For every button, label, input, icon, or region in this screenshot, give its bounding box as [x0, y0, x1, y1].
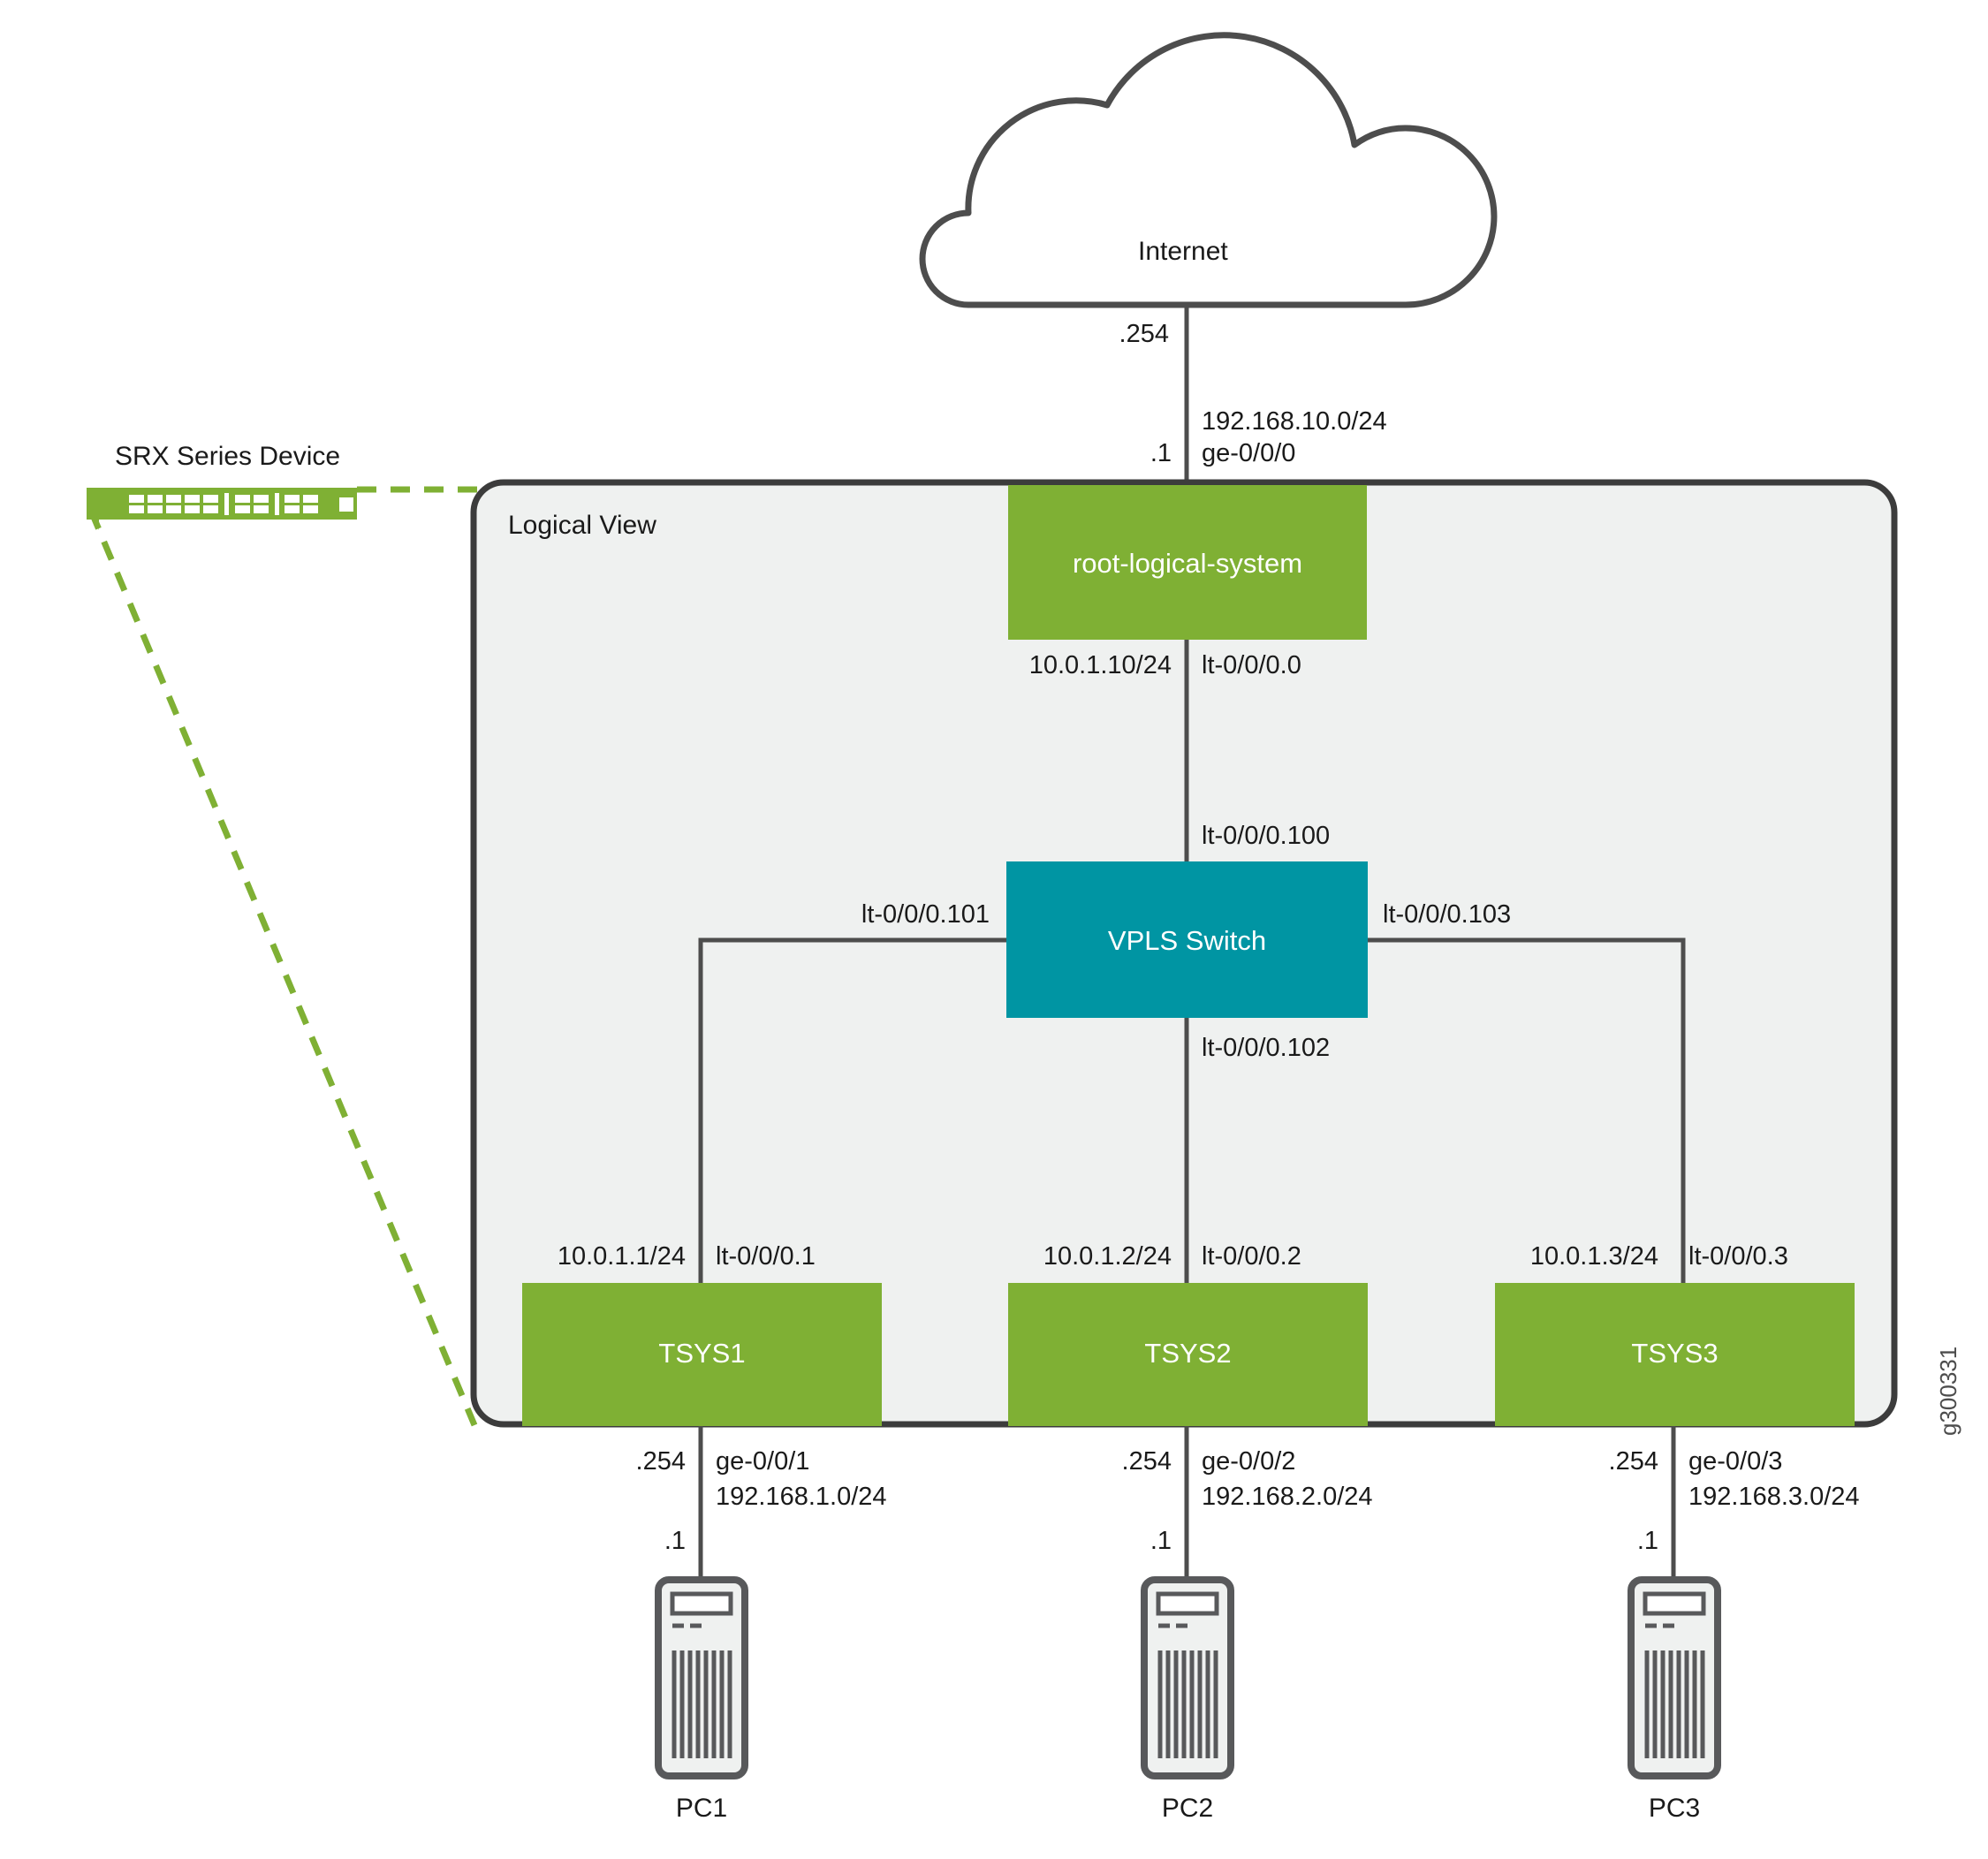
- tsys1-box[interactable]: [522, 1283, 882, 1426]
- internet-downlink-ip: .254: [1119, 320, 1169, 348]
- tsys2-ge-ip: .254: [1121, 1447, 1172, 1476]
- pc2-icon: [1141, 1576, 1234, 1779]
- internet-cloud-label: Internet: [1138, 237, 1228, 266]
- vpls-north-interface: lt-0/0/0.100: [1202, 822, 1331, 850]
- pc3-icon: [1628, 1576, 1721, 1779]
- root-logical-system-label: root-logical-system: [1072, 548, 1303, 579]
- tsys3-label: TSYS3: [1631, 1338, 1719, 1369]
- vpls-switch-box[interactable]: [1006, 861, 1368, 1018]
- tsys2-lt-interface: lt-0/0/0.2: [1202, 1242, 1301, 1271]
- root-uplink-ip: .1: [1150, 439, 1172, 467]
- tsys1-ge-ip: .254: [635, 1447, 686, 1476]
- vpls-switch-label: VPLS Switch: [1107, 925, 1267, 956]
- root-downlink-interface: lt-0/0/0.0: [1202, 651, 1301, 679]
- tsys2-lt-ip: 10.0.1.2/24: [1043, 1242, 1172, 1271]
- srx-series-device-label: SRX Series Device: [115, 442, 341, 471]
- tsys3-box[interactable]: [1495, 1283, 1855, 1426]
- link-vpls-to-tsys3: [1368, 937, 1686, 1284]
- tsys3-ge-subnet: 192.168.3.0/24: [1688, 1483, 1860, 1511]
- vpls-west-interface: lt-0/0/0.101: [861, 900, 990, 929]
- root-logical-system-box[interactable]: [1008, 485, 1367, 640]
- tsys3-ge-ip: .254: [1608, 1447, 1658, 1476]
- tsys1-ge-subnet: 192.168.1.0/24: [716, 1483, 887, 1511]
- pc1-label: PC1: [675, 1794, 728, 1823]
- tsys3-ge-interface: ge-0/0/3: [1688, 1447, 1783, 1476]
- tsys2-label: TSYS2: [1144, 1338, 1232, 1369]
- tsys1-label: TSYS1: [658, 1338, 746, 1369]
- root-uplink-interface: ge-0/0/0: [1202, 439, 1296, 467]
- tsys3-lt-ip: 10.0.1.3/24: [1529, 1242, 1658, 1271]
- tsys2-ge-subnet: 192.168.2.0/24: [1202, 1483, 1373, 1511]
- tsys1-lt-interface: lt-0/0/0.1: [716, 1242, 816, 1271]
- tsys2-ge-interface: ge-0/0/2: [1202, 1447, 1296, 1476]
- figure-id-label: g300331: [1935, 1346, 1961, 1436]
- tsys1-ge-interface: ge-0/0/1: [716, 1447, 810, 1476]
- tsys1-lt-ip: 10.0.1.1/24: [557, 1242, 686, 1271]
- srx-callout-dash-diagonal: [87, 509, 478, 1427]
- root-downlink-ip: 10.0.1.10/24: [1028, 651, 1172, 679]
- pc3-ip: .1: [1636, 1527, 1658, 1555]
- root-uplink-subnet: 192.168.10.0/24: [1202, 407, 1387, 436]
- pc2-label: PC2: [1161, 1794, 1214, 1823]
- internet-cloud-shape: [919, 32, 1498, 308]
- vpls-south-interface: lt-0/0/0.102: [1202, 1034, 1331, 1062]
- srx-appliance-icon: [87, 488, 431, 530]
- pc1-icon: [655, 1576, 748, 1779]
- vpls-east-interface: lt-0/0/0.103: [1383, 900, 1512, 929]
- link-vpls-to-tsys1: [698, 937, 1006, 1284]
- tsys2-box[interactable]: [1008, 1283, 1368, 1426]
- pc2-ip: .1: [1150, 1527, 1172, 1555]
- logical-view-label: Logical View: [508, 511, 656, 540]
- pc1-ip: .1: [664, 1527, 686, 1555]
- pc3-label: PC3: [1648, 1794, 1701, 1823]
- tsys3-lt-interface: lt-0/0/0.3: [1688, 1242, 1788, 1271]
